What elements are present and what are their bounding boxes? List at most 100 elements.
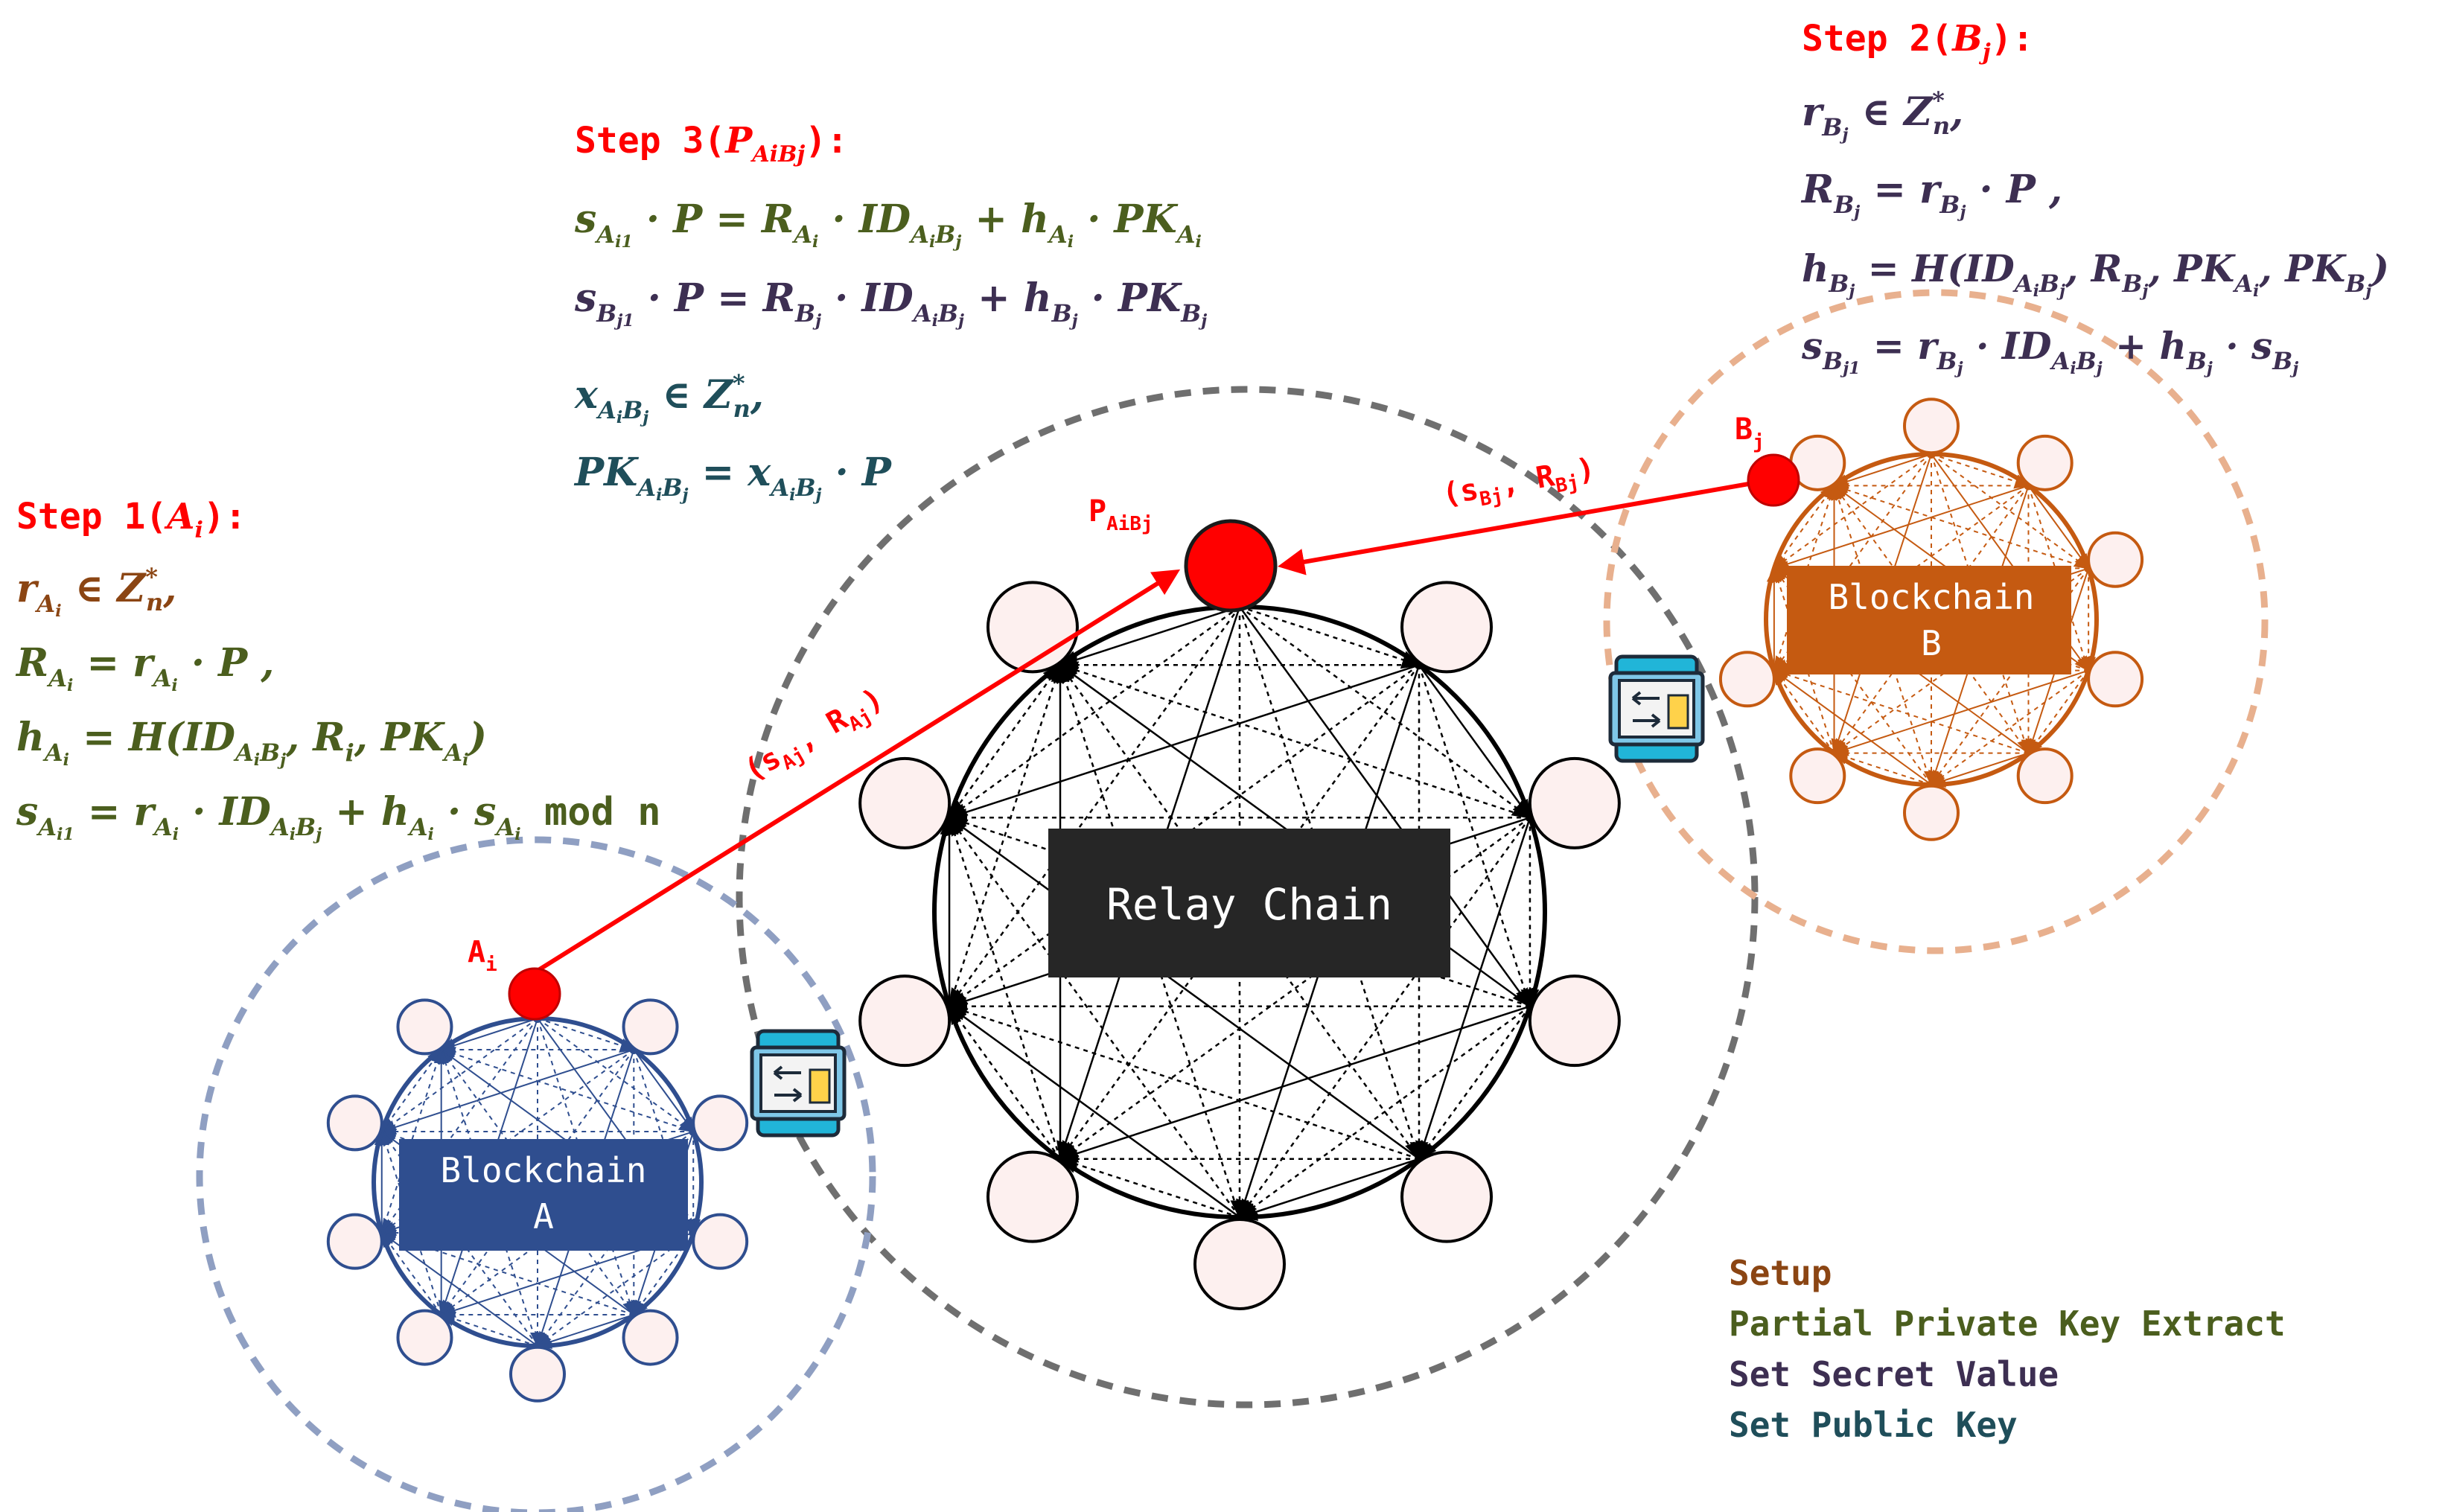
step1-formula-4: sAi1 = rAi · IDAiBj + hAi · sAi mod n	[16, 789, 661, 844]
mesh-link	[1931, 453, 2032, 755]
mesh-link	[2027, 670, 2089, 755]
mesh-link	[1772, 485, 2029, 572]
network-node	[396, 998, 453, 1056]
network-node	[858, 974, 952, 1068]
mesh-link	[1238, 606, 1531, 1008]
network-node	[1903, 398, 1960, 455]
mesh-link	[1773, 484, 1837, 671]
step3-formula-2: sBj1 · P = RBj · IDAiBj + hBj · PKBj	[574, 275, 1207, 331]
step3-formula-4: PKAiBj = xAiBj · P	[573, 450, 893, 505]
mesh-link	[1930, 669, 2089, 786]
mesh-link	[1058, 661, 1531, 819]
transfer-icon	[1608, 654, 1705, 763]
network-node	[1789, 747, 1846, 805]
chain-a-label-2: A	[533, 1196, 554, 1237]
mesh-link	[380, 1049, 634, 1135]
mesh-link	[1832, 482, 2089, 570]
chain-a-label-1: Blockchain	[441, 1150, 647, 1190]
mesh-link	[1058, 1155, 1240, 1219]
mesh-link	[947, 664, 1420, 822]
network-node	[1193, 1218, 1286, 1310]
mesh-link	[1773, 669, 1932, 785]
mesh-link	[948, 816, 1241, 1218]
relay-chain-label: Relay Chain	[1106, 879, 1392, 930]
step1-formula-2: RAi = rAi · P ,	[15, 640, 274, 695]
chain-b-dashed-boundary	[1603, 289, 2269, 954]
mesh-link	[1058, 817, 1531, 1161]
mesh-link	[1832, 453, 1932, 489]
network-node	[858, 756, 952, 849]
mesh-link	[380, 1048, 442, 1132]
mesh-link	[2027, 485, 2092, 672]
mesh-link	[1237, 1158, 1420, 1221]
network-node	[1400, 581, 1494, 674]
mesh-link	[2027, 485, 2090, 570]
network-node	[622, 998, 679, 1056]
node-bj	[1747, 453, 1800, 507]
mesh-link	[1832, 750, 1932, 785]
network-node	[622, 1309, 679, 1366]
mesh-link	[948, 605, 1240, 819]
mesh-link	[380, 1231, 538, 1347]
mesh-link	[1418, 1005, 1531, 1161]
mesh-link	[1058, 1005, 1531, 1163]
node-ai	[508, 967, 561, 1021]
chain-a-dashed-boundary	[196, 836, 876, 1512]
mesh-link	[1239, 605, 1421, 669]
mesh-link	[948, 1004, 1062, 1160]
step1-title: Step 1(Ai):	[16, 496, 246, 543]
mesh-link	[946, 815, 1062, 1160]
mesh-link	[1239, 605, 1531, 819]
mesh-link	[439, 1018, 538, 1053]
ai-to-p-arrow	[535, 569, 1181, 974]
transfer-icon	[750, 1029, 847, 1138]
mesh-link	[1832, 567, 2089, 754]
mesh-link	[947, 1002, 1420, 1160]
mesh-link	[1931, 453, 2030, 489]
network-node	[509, 1345, 566, 1403]
step3-formula-3: xAiBj ∈ Z*n,	[574, 369, 764, 427]
network-node	[2087, 651, 2144, 708]
mesh-link	[1418, 664, 1531, 820]
step2-formula-3: hBj = H(IDAiBj, RBj, PKAi, PKBj)	[1802, 246, 2389, 301]
step2-title: Step 2(Bj):	[1802, 18, 2034, 66]
relay-chain-box	[1048, 829, 1450, 977]
network-node	[326, 1213, 383, 1270]
mesh-link	[1831, 484, 1932, 785]
network-node	[2016, 434, 2074, 491]
network-node	[1400, 1150, 1494, 1243]
mesh-link	[1772, 667, 2029, 754]
mesh-link	[1238, 817, 1531, 1219]
mesh-link	[633, 1232, 695, 1316]
network-node	[1718, 651, 1776, 708]
mesh-link	[439, 1047, 694, 1132]
mesh-link	[1773, 453, 1932, 570]
mesh-link	[1415, 817, 1531, 1161]
chain-b-label-2: B	[1921, 623, 1942, 663]
mesh-link	[949, 663, 1062, 819]
node-p	[1184, 519, 1278, 613]
mesh-link	[948, 606, 1241, 1008]
bj-to-p-arrow	[1278, 480, 1758, 575]
network-node	[986, 581, 1079, 674]
legend-setup: Setup	[1729, 1253, 1832, 1293]
node-ai-label: Ai	[468, 935, 497, 976]
network-node	[396, 1309, 453, 1366]
step2-formula-2: RBj = rBj · P ,	[1800, 167, 2062, 222]
mesh-link	[537, 1018, 636, 1053]
network-node	[986, 1150, 1079, 1243]
mesh-link	[1832, 669, 2089, 756]
chain-a-box	[399, 1139, 688, 1251]
network-node	[692, 1094, 749, 1152]
network-node	[692, 1213, 749, 1270]
step2-formula-4: sBj1 = rBj · IDAiBj + hBj · sBj	[1801, 324, 2298, 378]
legend-partial: Partial Private Key Extract	[1729, 1304, 2286, 1344]
mesh-link	[633, 1049, 695, 1133]
mesh-link	[439, 1312, 538, 1347]
chain-a-nodes	[326, 998, 749, 1403]
mesh-link	[948, 1005, 1240, 1219]
mesh-link	[948, 816, 1420, 1160]
mesh-link	[536, 1314, 634, 1349]
node-p-label: PAiBj	[1088, 494, 1153, 535]
